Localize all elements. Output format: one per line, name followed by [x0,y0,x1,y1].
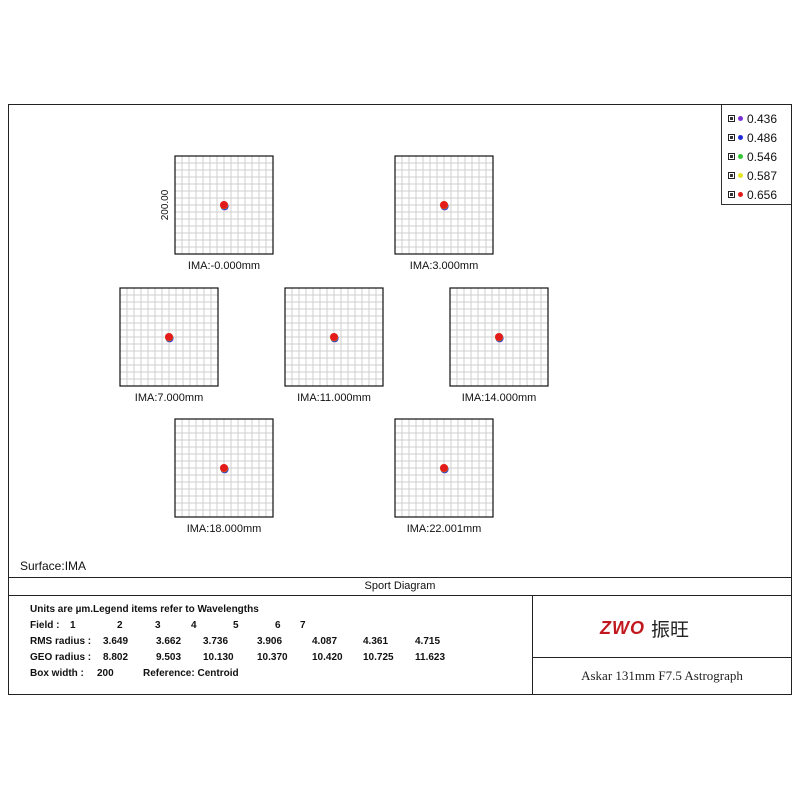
rms-value-6: 4.361 [363,636,389,647]
legend-color-dot [738,135,743,140]
legend-item: 0.486 [722,128,791,147]
legend-label: 0.486 [747,130,778,145]
legend-item: 0.656 [722,185,791,204]
legend-item: 0.587 [722,166,791,185]
box-row: Box width : 200 Reference: Centroid [30,668,530,684]
spot-box-5: IMA:14.000mm [449,287,549,404]
rms-value-3: 3.736 [203,636,229,647]
spot-0.656 [495,333,503,341]
spot-box-1: IMA:-0.000mm [174,155,274,272]
legend-check-icon [728,191,735,198]
legend-item: 0.546 [722,147,791,166]
rms-value-4: 3.906 [257,636,283,647]
spot-box-6: IMA:18.000mm [174,418,274,535]
spot-box-3: IMA:7.000mm [119,287,219,404]
rms-value-2: 3.662 [156,636,182,647]
field-label: Field : [30,620,60,631]
legend-check-icon [728,115,735,122]
spot-0.656 [440,464,448,472]
info-panel: Units are µm.Legend items refer to Wavel… [30,604,530,684]
box-border [394,418,494,518]
spot-0.656 [220,201,228,209]
units-row: Units are µm.Legend items refer to Wavel… [30,604,530,620]
legend-label: 0.546 [747,149,778,164]
legend-label: 0.587 [747,168,778,183]
legend-check-icon [728,134,735,141]
field-number-6: 6 [275,620,281,631]
field-number-3: 3 [155,620,161,631]
spot-box-7: IMA:22.001mm [394,418,494,535]
surface-label: Surface:IMA [20,559,87,573]
wavelength-legend: 0.436 0.486 0.546 0.587 0.656 [721,105,791,205]
field-label-6: IMA:18.000mm [187,523,262,535]
logo-mark: ZWO [600,618,645,638]
rms-value-1: 3.649 [103,636,129,647]
legend-color-dot [738,173,743,178]
rms-value-7: 4.715 [415,636,441,647]
reference-text: Reference: Centroid [143,668,239,679]
box-value: 200 [97,668,114,679]
legend-item: 0.436 [722,109,791,128]
field-number-2: 2 [117,620,123,631]
box-border [449,287,549,387]
box-border [174,155,274,255]
box-label: Box width : [30,668,84,679]
legend-check-icon [728,172,735,179]
rms-label: RMS radius : [30,636,92,647]
rms-row: RMS radius : 3.649 3.662 3.736 3.906 4.087 4.… [30,636,530,652]
geo-value-2: 9.503 [156,652,182,663]
field-label-5: IMA:14.000mm [462,392,537,404]
geo-row: GEO radius : 8.802 9.503 10.130 10.370 10.42… [30,652,530,668]
spot-box-4: IMA:11.000mm [284,287,384,404]
legend-check-icon [728,153,735,160]
plot-frame [8,104,792,695]
brand-logo: ZWO 振旺 [600,615,689,642]
product-subtitle: Askar 131mm F7.5 Astrograph [581,668,743,683]
geo-value-6: 10.725 [363,652,394,663]
legend-color-dot [738,192,743,197]
field-row: Field : 1 2 3 4 5 6 7 [30,620,530,636]
rms-value-5: 4.087 [312,636,338,647]
field-number-7: 7 [300,620,306,631]
spot-box-2: IMA:3.000mm [394,155,494,272]
field-label-1: IMA:-0.000mm [188,260,260,272]
legend-label: 0.436 [747,111,778,126]
legend-color-dot [738,154,743,159]
spot-0.656 [330,333,338,341]
field-label-4: IMA:11.000mm [297,392,371,404]
spot-0.656 [165,333,173,341]
geo-value-5: 10.420 [312,652,343,663]
legend-color-dot [738,116,743,121]
spot-0.656 [220,464,228,472]
panel-divider-vertical [532,596,533,695]
geo-value-3: 10.130 [203,652,234,663]
field-number-4: 4 [191,620,197,631]
field-label-2: IMA:3.000mm [410,260,478,272]
units-text: Units are µm.Legend items refer to Wavel… [30,604,259,615]
box-border [394,155,494,255]
diagram-title: Sport Diagram [8,577,792,596]
geo-value-7: 11.623 [415,652,446,663]
field-number-1: 1 [70,620,76,631]
box-border [119,287,219,387]
legend-label: 0.656 [747,187,778,202]
box-border [284,287,384,387]
box-border [174,418,274,518]
geo-value-1: 8.802 [103,652,129,663]
field-number-5: 5 [233,620,239,631]
geo-label: GEO radius : [30,652,92,663]
field-label-7: IMA:22.001mm [407,523,482,535]
logo-chinese-text: 振旺 [651,619,690,641]
geo-value-4: 10.370 [257,652,288,663]
scale-label: 200.00 [160,189,171,220]
field-label-3: IMA:7.000mm [135,392,203,404]
spot-0.656 [440,201,448,209]
panel-divider-horizontal [532,657,792,658]
